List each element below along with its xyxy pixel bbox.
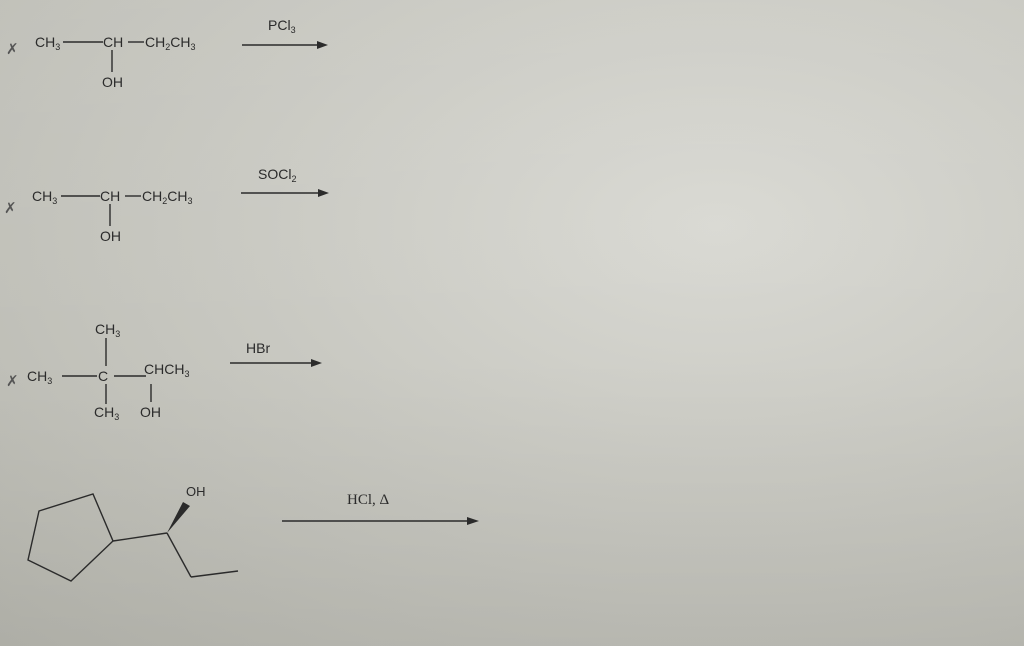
r1-reagent: PCl3: [268, 17, 296, 35]
bond-r4-ring-ch: [112, 532, 168, 542]
r3-chch3: CHCH3: [144, 361, 190, 379]
r3-ch3-bottom: CH3: [94, 404, 120, 422]
bond-r4-ch-ch2: [166, 532, 192, 578]
r1-ch3-left: CH3: [35, 34, 61, 52]
r3-ch3-left: CH3: [27, 368, 53, 386]
r2-ch: CH: [100, 188, 121, 204]
arrow-r1-head: [317, 41, 328, 49]
r4-oh: OH: [186, 484, 206, 499]
r2-ch2ch3: CH2CH3: [142, 188, 193, 206]
margin-mark-3: ✗: [6, 373, 19, 390]
arrow-r4-head: [467, 517, 479, 525]
wedge-bond-r4-oh: [167, 502, 190, 533]
margin-mark-1: ✗: [6, 41, 19, 58]
r1-ch: CH: [103, 34, 124, 50]
r1-ch2ch3: CH2CH3: [145, 34, 196, 52]
r3-reagent: HBr: [246, 340, 271, 356]
r3-oh: OH: [140, 404, 161, 420]
bond-r4-ch2-ch3: [190, 570, 239, 578]
arrow-r3-head: [311, 359, 322, 367]
r1-oh: OH: [102, 74, 123, 90]
arrow-r2-head: [318, 189, 329, 197]
r2-reagent: SOCl2: [258, 166, 297, 184]
r4-reagent: HCl, Δ: [347, 492, 390, 508]
r3-c-center: C: [98, 368, 109, 384]
r3-ch3-top: CH3: [95, 321, 121, 339]
margin-mark-2: ✗: [4, 200, 17, 217]
r2-ch3-left: CH3: [32, 188, 58, 206]
cyclopentane-ring: [27, 493, 114, 582]
r2-oh: OH: [100, 228, 121, 244]
